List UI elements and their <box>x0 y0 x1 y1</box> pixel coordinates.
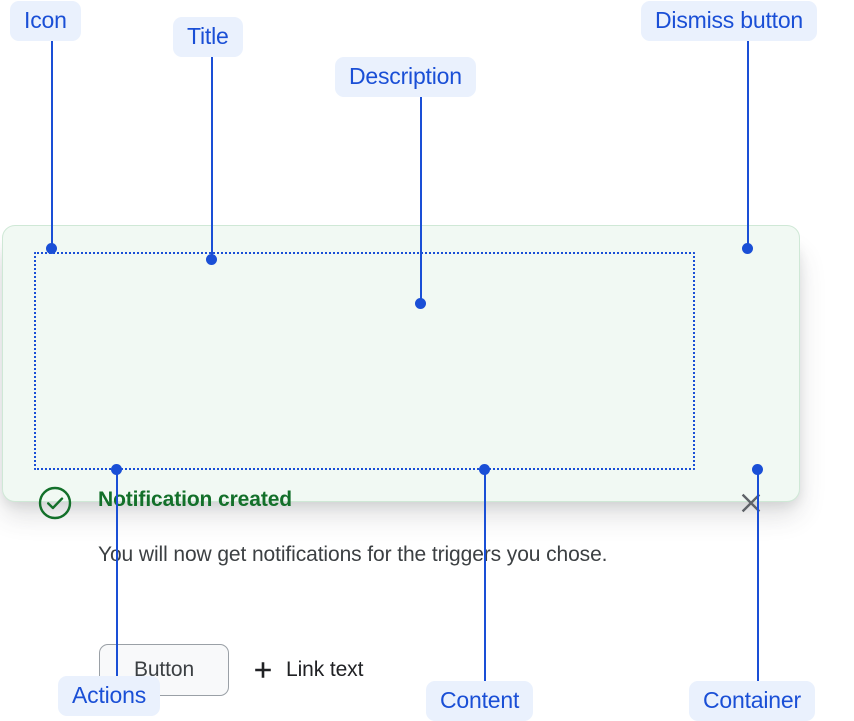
leader-line-icon <box>51 41 53 249</box>
annotation-label-actions: Actions <box>58 676 161 716</box>
leader-dot-actions <box>111 464 122 475</box>
leader-dot-dismiss <box>742 243 753 254</box>
annotation-label-icon: Icon <box>10 1 81 41</box>
leader-dot-title <box>206 254 217 265</box>
notification-description: You will now get notifications for the t… <box>98 543 608 566</box>
link-action-label: Link text <box>286 658 364 681</box>
leader-line-content <box>484 470 486 681</box>
check-circle-icon <box>38 486 72 520</box>
leader-dot-description <box>415 298 426 309</box>
notification-title: Notification created <box>98 488 293 511</box>
dismiss-button[interactable] <box>737 489 765 517</box>
leader-line-container <box>757 470 759 681</box>
leader-line-description <box>420 97 422 303</box>
leader-line-dismiss <box>747 41 749 249</box>
leader-dot-icon <box>46 243 57 254</box>
annotation-label-description: Description <box>335 57 476 97</box>
close-icon <box>737 493 765 520</box>
notification-container: Notification created You will now get no… <box>2 225 800 696</box>
annotation-label-container: Container <box>689 681 815 721</box>
annotation-label-dismiss: Dismiss button <box>641 1 818 41</box>
leader-dot-container <box>752 464 763 475</box>
leader-line-actions <box>116 470 118 676</box>
annotation-label-title: Title <box>173 17 243 57</box>
leader-dot-content <box>479 464 490 475</box>
annotation-label-content: Content <box>426 681 534 721</box>
add-link-action[interactable]: Link text <box>253 658 363 682</box>
leader-line-title <box>211 57 213 260</box>
plus-icon <box>253 660 273 680</box>
